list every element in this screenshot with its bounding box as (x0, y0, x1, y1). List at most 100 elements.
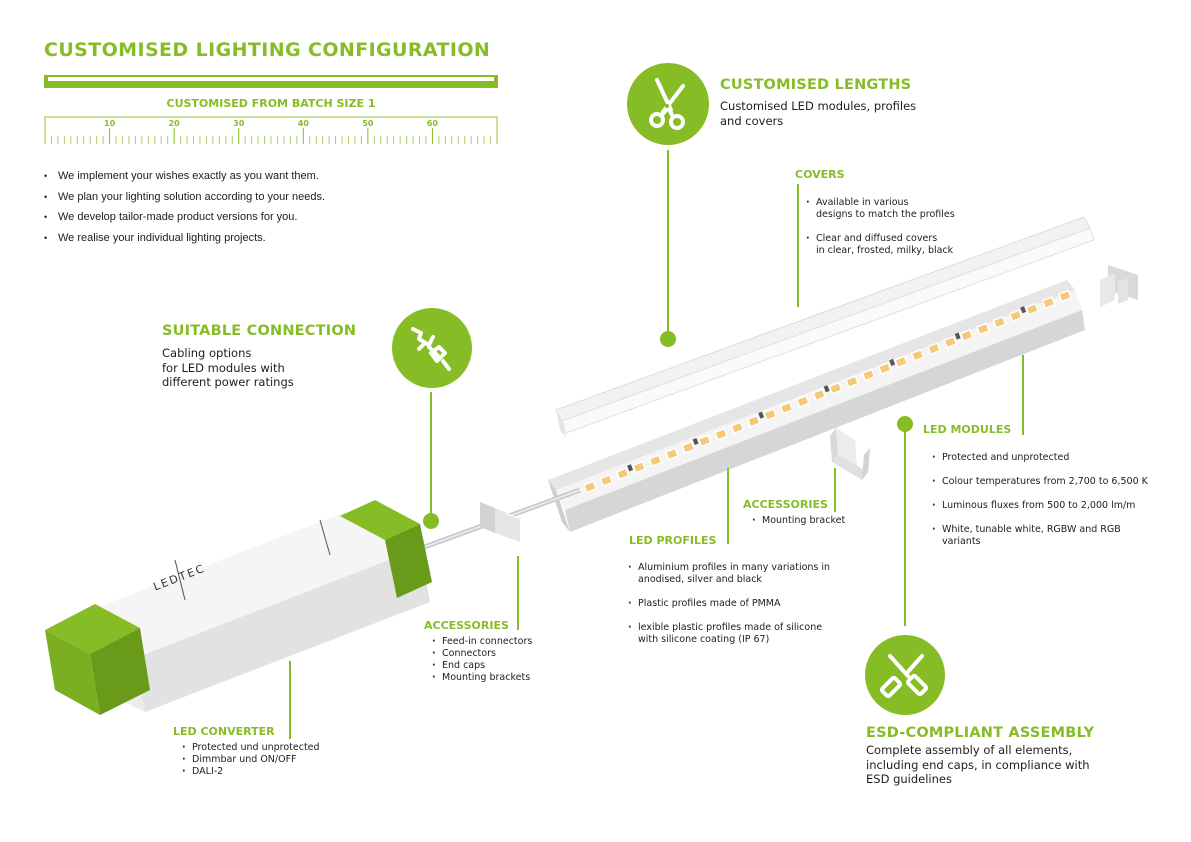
led-chip (992, 315, 1007, 329)
resistor (1020, 306, 1027, 314)
led-chip (615, 467, 630, 481)
profiles-list: Aluminium profiles in many variations in… (628, 550, 868, 658)
led-chip (648, 454, 663, 468)
converter-connector-line (289, 661, 291, 739)
ruler-frame (44, 116, 498, 144)
profiles-connector-line (727, 468, 729, 544)
resistor (954, 332, 961, 340)
connection-desc: Cabling options for LED modules with dif… (162, 346, 294, 390)
lengths-connector-dot (660, 331, 676, 347)
bracket-connector-line (834, 468, 836, 512)
desc-line: Customised LED modules, profiles (720, 99, 917, 113)
batch-size-label: CUSTOMISED FROM BATCH SIZE 1 (166, 97, 376, 110)
led-chip (763, 408, 778, 422)
covers-item: Available in various designs to match th… (806, 197, 986, 221)
length-ruler: 10 20 30 40 50 60 (44, 116, 498, 144)
converter-title: LED CONVERTER (173, 725, 275, 738)
connection-connector-line (430, 392, 432, 514)
profiles-item: Plastic profiles made of PMMA (628, 598, 868, 610)
covers-item: Clear and diffused covers in clear, fros… (806, 233, 986, 257)
led-converter-illustration (45, 500, 432, 715)
resistor (889, 358, 896, 366)
accessories-list: Feed-in connectors Connectors End caps M… (432, 636, 532, 684)
bracket-accessories-list: Mounting bracket (752, 515, 845, 527)
accessories-item: Connectors (432, 648, 532, 660)
connection-connector-dot (423, 513, 439, 529)
lengths-desc: Customised LED modules, profiles and cov… (720, 99, 916, 128)
converter-item: Protected und unprotected (182, 742, 320, 754)
led-chip (713, 427, 729, 441)
desc-line: Cabling options (162, 346, 252, 360)
covers-connector-line (797, 184, 799, 307)
led-chip (746, 414, 761, 428)
led-chip (844, 375, 860, 389)
assembly-desc: Complete assembly of all elements, inclu… (866, 743, 1090, 787)
end-cap-right-illustration (1100, 265, 1138, 307)
intro-bullet-list: We implement your wishes exactly as you … (44, 166, 325, 248)
accessories-item: Feed-in connectors (432, 636, 532, 648)
modules-list: Protected and unprotected Colour tempera… (932, 440, 1152, 560)
desc-line: different power ratings (162, 375, 294, 389)
led-chip (1041, 296, 1056, 310)
intro-bullet: We plan your lighting solution according… (44, 187, 325, 208)
lengths-title: CUSTOMISED LENGTHS (720, 77, 912, 93)
led-chip (861, 368, 876, 382)
led-chip (910, 348, 925, 362)
profiles-title: LED PROFILES (629, 534, 717, 547)
led-chip (632, 460, 647, 474)
assembly-connector-line (904, 430, 906, 626)
accessories-item: End caps (432, 660, 532, 672)
desc-line: ESD guidelines (866, 772, 952, 786)
accessories-connector-line (517, 556, 519, 630)
led-chip (1057, 289, 1073, 303)
assembly-title: ESD-COMPLIANT ASSEMBLY (866, 725, 1095, 741)
led-chip (943, 335, 958, 349)
led-chip (599, 473, 614, 487)
modules-connector-line (1022, 355, 1024, 435)
intro-bullet: We realise your individual lighting proj… (44, 228, 325, 249)
led-chip (795, 394, 811, 408)
led-chip (812, 388, 827, 402)
ruler-tick-label: 10 (104, 119, 116, 128)
covers-title: COVERS (795, 168, 845, 181)
ruler-tick-label: 50 (362, 119, 374, 128)
modules-item: White, tunable white, RGBW and RGB varia… (932, 524, 1152, 548)
led-chip (1008, 309, 1023, 323)
bracket-accessories-title: ACCESSORIES (743, 498, 828, 511)
scissors-icon (627, 63, 709, 145)
desc-line: Complete assembly of all elements, (866, 743, 1073, 757)
resistor (823, 385, 830, 393)
resistor (758, 411, 765, 419)
desc-line: including end caps, in compliance with (866, 757, 1090, 772)
intro-bullet: We develop tailor-made product versions … (44, 207, 325, 228)
led-chip (959, 329, 974, 343)
ruler-tick-label: 20 (169, 119, 181, 128)
led-chip (1025, 302, 1040, 316)
length-bar (44, 75, 498, 88)
connection-title: SUITABLE CONNECTION (162, 323, 357, 339)
profiles-item: Aluminium profiles in many variations in… (628, 562, 868, 586)
resistor (692, 437, 699, 445)
covers-list: Available in various designs to match th… (806, 185, 986, 269)
bracket-accessories-item: Mounting bracket (752, 515, 845, 527)
accessories-item: Mounting brackets (432, 672, 532, 684)
page-title: CUSTOMISED LIGHTING CONFIGURATION (44, 39, 491, 61)
ruler-tick-label: 40 (298, 119, 310, 128)
led-chip (664, 447, 679, 461)
ruler-tick-label: 30 (233, 119, 245, 128)
plug-icon (392, 308, 472, 388)
ruler-tick-label: 60 (427, 119, 439, 128)
modules-item: Luminous fluxes from 500 to 2,000 lm/m (932, 500, 1152, 512)
led-chip (926, 342, 942, 356)
modules-item: Protected and unprotected (932, 452, 1152, 464)
resistor (627, 464, 634, 472)
converter-item: Dimmbar und ON/OFF (182, 754, 320, 766)
profiles-item: lexible plastic profiles made of silicon… (628, 622, 868, 646)
desc-line: and covers (720, 113, 784, 128)
led-chip (681, 440, 696, 454)
cover-illustration (555, 216, 1095, 438)
modules-title: LED MODULES (923, 423, 1012, 436)
assembly-connector-dot (897, 416, 913, 432)
led-chip (582, 480, 598, 494)
